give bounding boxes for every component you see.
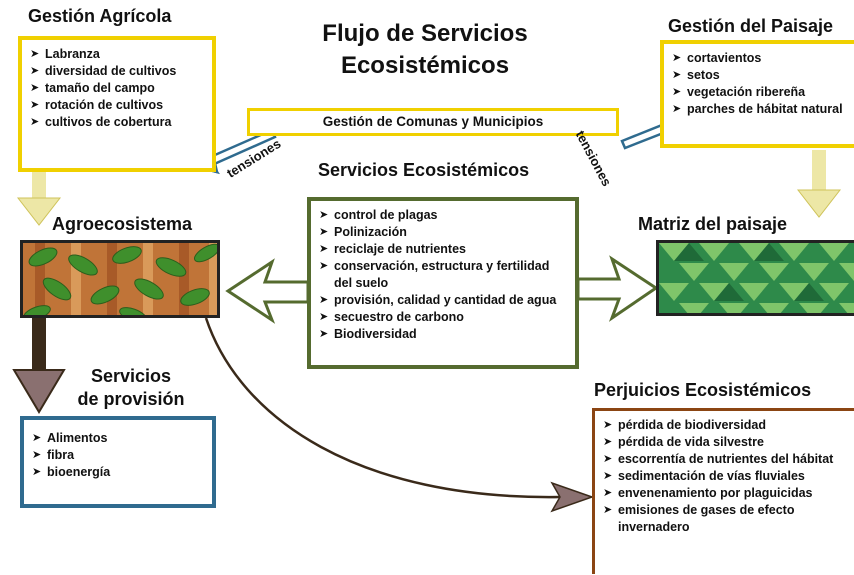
list-item: rotación de cultivos <box>30 97 204 114</box>
list-item: escorrentía de nutrientes del hábitat <box>603 451 846 468</box>
diagram-title-line1: Flujo de Servicios <box>322 20 528 47</box>
agroecosistema-pattern <box>23 243 217 315</box>
list-item: setos <box>672 67 846 84</box>
arrow-agro-to-provision <box>12 318 66 414</box>
list-item: Alimentos <box>32 430 204 447</box>
servicios-heading: Servicios Ecosistémicos <box>318 160 530 180</box>
provision-heading-line1: Servicios <box>90 366 172 386</box>
list-item: envenenamiento por plaguicidas <box>603 485 846 502</box>
diagram-title: Flujo de Servicios Ecosistémicos <box>300 18 550 82</box>
list-item: diversidad de cultivos <box>30 63 204 80</box>
servicios-box: control de plagas Polinización reciclaje… <box>307 197 579 369</box>
agroecosistema-heading: Agroecosistema <box>52 214 193 234</box>
arrow-gestion-paisaje-down <box>796 150 842 218</box>
list-item: vegetación ribereña <box>672 84 846 101</box>
perjuicios-list: pérdida de biodiversidad pérdida de vida… <box>603 417 846 536</box>
list-item: emisiones de gases de efecto invernadero <box>603 502 846 536</box>
list-item: conservación, estructura y fertilidad de… <box>319 258 567 292</box>
arrow-servicios-to-agro <box>225 258 310 324</box>
agroecosistema-image <box>20 240 220 318</box>
matriz-pattern <box>659 243 854 313</box>
list-item: pérdida de biodiversidad <box>603 417 846 434</box>
matriz-image <box>656 240 854 316</box>
comunas-box: Gestión de Comunas y Municipios <box>247 108 619 136</box>
list-item: cultivos de cobertura <box>30 114 204 131</box>
perjuicios-heading: Perjuicios Ecosistémicos <box>594 380 812 400</box>
list-item: Polinización <box>319 224 567 241</box>
list-item: Biodiversidad <box>319 326 567 343</box>
list-item: pérdida de vida silvestre <box>603 434 846 451</box>
list-item: fibra <box>32 447 204 464</box>
matriz-heading: Matriz del paisaje <box>638 214 788 234</box>
list-item: cortavientos <box>672 50 846 67</box>
arrow-agro-to-perjuicios <box>204 317 595 513</box>
gestion-paisaje-list: cortavientos setos vegetación ribereña p… <box>672 50 846 118</box>
gestion-agricola-box: Labranza diversidad de cultivos tamaño d… <box>18 36 216 172</box>
list-item: tamaño del campo <box>30 80 204 97</box>
arrow-servicios-to-matriz <box>576 255 659 322</box>
list-item: provisión, calidad y cantidad de agua <box>319 292 567 309</box>
diagram-title-line2: Ecosistémicos <box>340 52 510 79</box>
list-item: reciclaje de nutrientes <box>319 241 567 258</box>
list-item: parches de hábitat natural <box>672 101 846 118</box>
gestion-paisaje-heading: Gestión del Paisaje <box>668 16 834 36</box>
list-item: bioenergía <box>32 464 204 481</box>
gestion-paisaje-box: cortavientos setos vegetación ribereña p… <box>660 40 854 148</box>
list-item: sedimentación de vías fluviales <box>603 468 846 485</box>
comunas-label: Gestión de Comunas y Municipios <box>322 114 544 129</box>
list-item: Labranza <box>30 46 204 63</box>
gestion-agricola-heading: Gestión Agrícola <box>28 6 172 26</box>
arrow-gestion-agricola-down <box>16 170 62 226</box>
provision-box: Alimentos fibra bioenergía <box>20 416 216 508</box>
servicios-list: control de plagas Polinización reciclaje… <box>319 207 567 343</box>
gestion-agricola-list: Labranza diversidad de cultivos tamaño d… <box>30 46 204 131</box>
provision-list: Alimentos fibra bioenergía <box>32 430 204 481</box>
perjuicios-box: pérdida de biodiversidad pérdida de vida… <box>592 408 854 574</box>
list-item: secuestro de carbono <box>319 309 567 326</box>
provision-heading: Servicios de provisión <box>76 365 186 411</box>
list-item: control de plagas <box>319 207 567 224</box>
provision-heading-line2: de provisión <box>77 389 185 409</box>
